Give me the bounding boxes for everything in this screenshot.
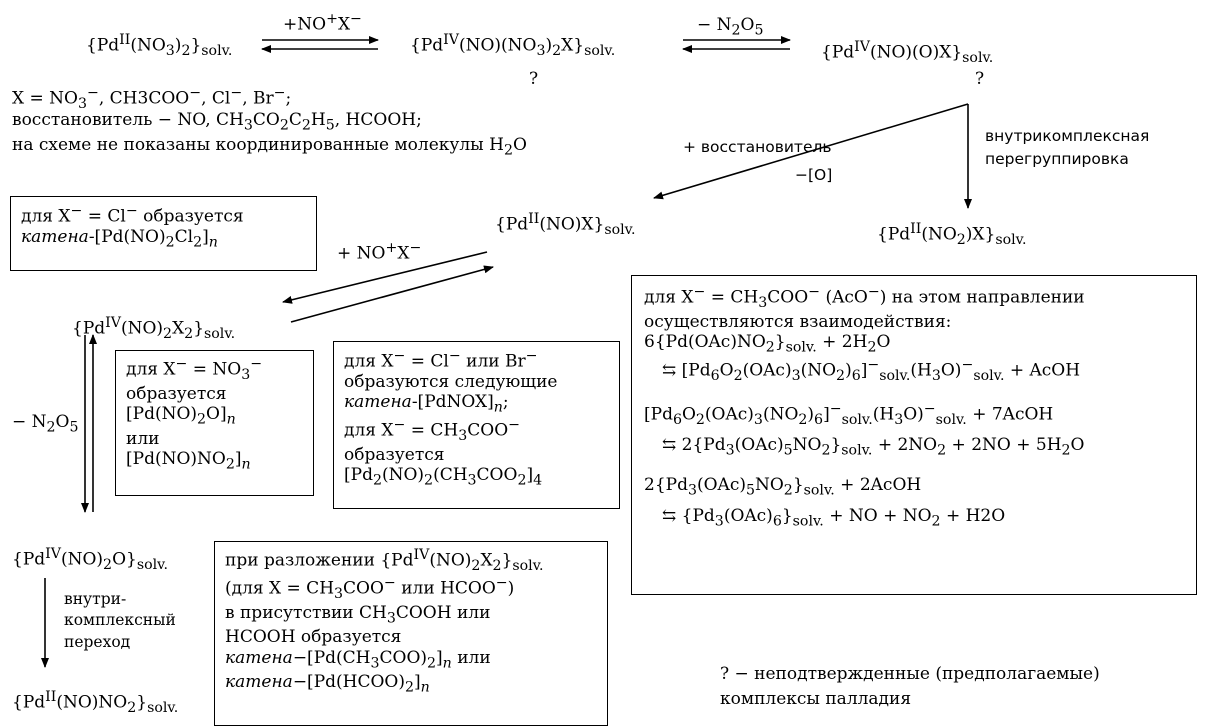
acetate-line: 6{Pd(OAc)NO2}solv. + 2H2O (644, 332, 891, 356)
box-nitrate: для X− = NO3− образуется [Pd(NO)2O]n или… (115, 350, 314, 496)
reduction-arrow (653, 103, 969, 200)
box-chloride-bromide: для X− = Cl− или Br− образуются следующи… (333, 341, 620, 509)
label-transition-3: переход (64, 633, 131, 651)
box-chloride-line: для X− = Cl− образуется (21, 203, 244, 227)
box-nitrate-line: для X− = NO3− (126, 356, 263, 384)
label-reducer: + восстановитель (683, 138, 832, 156)
label-minus-o: −[O] (795, 166, 833, 184)
unconfirmed-mark-2: ? (975, 69, 985, 89)
box-clbr-line: катена-[PdNOX]n; (344, 392, 509, 416)
acetate-line: осуществляются взаимодействия: (644, 312, 952, 333)
species-pd-no3-2: {PdII(NO3)2}solv. (86, 32, 233, 60)
label-transition-2: комплексный (64, 611, 176, 629)
unconfirmed-mark-1: ? (529, 69, 539, 89)
decomp-line: HCOOH образуется (225, 627, 402, 648)
acetate-line: ⇆ [Pd6O2(OAc)3(NO2)6]−solv.(H3O)−solv. +… (662, 356, 1081, 384)
box-decomposition: при разложении {PdIV(NO)2X2}solv. (для X… (214, 541, 608, 726)
box-chloride-line: катена-[Pd(NO)2Cl2]n (21, 227, 218, 251)
label-add-nox-mid: + NO+X− (337, 240, 422, 264)
box-clbr-line: образуются следующие (344, 372, 558, 393)
note-x-values: X = NO3−, CH3COO−, Cl−, Br−; (12, 85, 292, 113)
decomp-line: при разложении {PdIV(NO)2X2}solv. (225, 547, 544, 575)
label-add-nox-top: +NO+X− (283, 11, 362, 35)
note-reducer: восстановитель − NO, CH3CO2C2H5, HCOOH; (12, 110, 422, 134)
species-pd-no-x: {PdII(NO)X}solv. (495, 211, 636, 239)
eq-arrow-3-forward (282, 251, 488, 304)
acetate-line: ⇆ {Pd3(OAc)6}solv. + NO + NO2 + H2O (662, 505, 1006, 530)
acetate-line: 2{Pd3(OAc)5NO2}solv. + 2AcOH (644, 475, 922, 499)
legend-unconfirmed: ? − неподтвержденные (предполагаемые) (720, 664, 1100, 684)
box-chloride: для X− = Cl− образуется катена-[Pd(NO)2C… (10, 196, 317, 271)
acetate-line: [Pd6O2(OAc)3(NO2)6]−solv.(H3O)−solv. + 7… (644, 400, 1054, 428)
decomp-line: (для X = CH3COO− или HCOO−) (225, 575, 515, 603)
species-pd-no-no3-x: {PdIV(NO)(NO3)2X}solv. (410, 32, 616, 60)
label-minus-n2o5-side: − N2O5 (12, 412, 79, 436)
species-pd-no2-o: {PdIV(NO)2O}solv. (12, 546, 168, 574)
box-clbr-line: для X− = Cl− или Br− (344, 348, 538, 372)
species-pd-no-o-x: {PdIV(NO)(O)X}solv. (821, 39, 994, 67)
decomp-line: в присутствии CH3COOH или (225, 603, 491, 627)
label-intramolecular: внутрикомплексная (985, 127, 1150, 145)
legend-palladium: комплексы палладия (720, 689, 912, 709)
decomp-line: катена−[Pd(CH3COO)2]n или (225, 647, 491, 672)
box-clbr-line: [Pd2(NO)2(CH3COO2]4 (344, 465, 543, 489)
label-regroup: перегруппировка (985, 150, 1129, 168)
acetate-line: для X− = CH3COO− (AcO−) на этом направле… (644, 284, 1085, 312)
note-water: на схеме не показаны координированные мо… (12, 135, 527, 159)
box-acetate-reactions: для X− = CH3COO− (AcO−) на этом направле… (631, 275, 1197, 595)
species-pd-no2-x2: {PdIV(NO)2X2}solv. (72, 315, 236, 343)
box-clbr-line: образуется (344, 444, 445, 465)
box-nitrate-line: образуется (126, 384, 227, 405)
decomp-line: катена−[Pd(HCOO)2]n (225, 672, 430, 696)
eq-arrow-3-back (290, 265, 494, 323)
box-nitrate-line: [Pd(NO)2O]n (126, 404, 236, 428)
acetate-line: ⇆ 2{Pd3(OAc)5NO2}solv. + 2NO2 + 2NO + 5H… (662, 434, 1085, 459)
label-transition-1: внутри- (64, 590, 127, 608)
species-pd-no2-x: {PdII(NO2)X}solv. (877, 221, 1027, 249)
label-minus-n2o5-top: − N2O5 (697, 15, 764, 39)
box-nitrate-line: [Pd(NO)NO2]n (126, 449, 251, 473)
species-pd-no-no2: {PdII(NO)NO2}solv. (12, 689, 179, 717)
box-nitrate-line: или (126, 428, 160, 449)
box-clbr-line: для X− = CH3COO− (344, 416, 521, 444)
